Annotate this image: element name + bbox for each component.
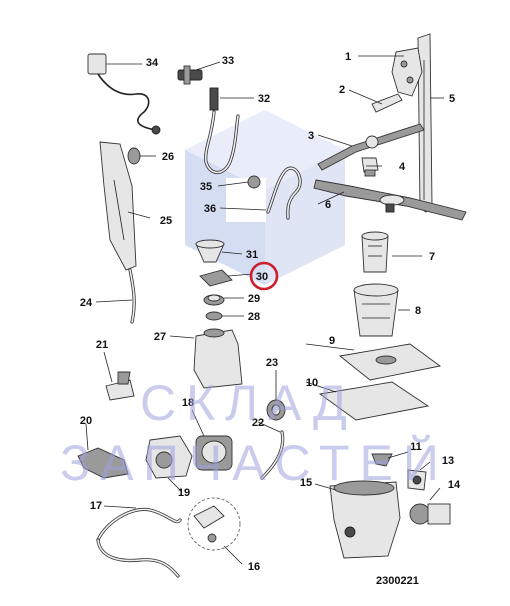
callout-16[interactable]: 16 [248, 561, 260, 573]
callout-5[interactable]: 5 [449, 93, 455, 105]
part-15-sump-housing [329, 480, 401, 559]
part-26-cap [127, 147, 141, 165]
part-21-bracket [105, 371, 135, 401]
callout-4[interactable]: 4 [399, 161, 406, 173]
part-20-elbow-hose [77, 447, 129, 479]
callout-30[interactable]: 30 [256, 271, 268, 283]
callout-35[interactable]: 35 [200, 181, 212, 193]
watermark-line-2: ЗАПЧАСТЕЙ [60, 434, 449, 491]
part-17-drain-hose [96, 507, 182, 578]
part-11-clip [371, 453, 393, 467]
watermark-line-1: СКЛАД [140, 375, 357, 431]
callout-27[interactable]: 27 [154, 331, 166, 343]
callout-20[interactable]: 20 [80, 415, 92, 427]
part-18-circulation-pump [195, 435, 233, 471]
callout-14[interactable]: 14 [448, 479, 461, 491]
part-1-arm-holder [391, 47, 423, 97]
part-25-side-panel [99, 141, 137, 271]
part-8-filter-basket [353, 283, 399, 337]
part-34-sensor-cable [87, 53, 161, 135]
callout-6[interactable]: 6 [325, 199, 331, 211]
callout-22[interactable]: 22 [252, 417, 264, 429]
part-29-gear-nut [203, 294, 225, 306]
callout-9[interactable]: 9 [329, 335, 335, 347]
callout-24[interactable]: 24 [80, 297, 93, 309]
callout-25[interactable]: 25 [160, 215, 172, 227]
callout-1[interactable]: 1 [345, 51, 351, 63]
part-13-cap [407, 469, 427, 491]
part-14-drain-pump [409, 503, 451, 525]
part-24-drain-pipe [128, 268, 136, 324]
callout-26[interactable]: 26 [162, 151, 174, 163]
callout-8[interactable]: 8 [415, 305, 421, 317]
part-28-ring [205, 311, 223, 321]
part-23-grommet [266, 399, 286, 421]
part-27-softener [193, 328, 243, 389]
part-6-lower-spray-arm [313, 179, 467, 221]
part-35-valve [247, 175, 261, 189]
part-9-flat-filter [338, 343, 442, 381]
part-2-arm-link [371, 93, 403, 113]
watermark-text: СКЛАД ЗАПЧАСТЕЙ [60, 375, 449, 491]
part-4-nut [361, 157, 379, 177]
reference-code: 2300221 [376, 575, 419, 587]
part-19-pump-casing [145, 435, 193, 479]
callout-7[interactable]: 7 [429, 251, 435, 263]
part-30-seal [199, 269, 233, 287]
callout-13[interactable]: 13 [442, 455, 454, 467]
part-33-connector [177, 65, 203, 85]
callout-29[interactable]: 29 [248, 293, 260, 305]
callout-19[interactable]: 19 [178, 487, 190, 499]
part-10-sump-plate [318, 381, 430, 421]
part-36-hose [266, 166, 302, 220]
part-32-inlet-hose [204, 87, 240, 175]
callout-18[interactable]: 18 [182, 397, 194, 409]
leader-lines [85, 55, 444, 565]
callout-3[interactable]: 3 [308, 130, 314, 142]
callout-34[interactable]: 34 [146, 57, 159, 69]
highlight-ring-30 [249, 261, 279, 291]
part-22-short-hose [260, 430, 285, 480]
part-7-micro-filter [361, 231, 389, 273]
callout-2[interactable]: 2 [339, 84, 345, 96]
part-16-detail-circle [187, 497, 241, 551]
callout-31[interactable]: 31 [246, 249, 258, 261]
callout-28[interactable]: 28 [248, 311, 260, 323]
callout-15[interactable]: 15 [300, 477, 312, 489]
callout-33[interactable]: 33 [222, 55, 234, 67]
callout-23[interactable]: 23 [266, 357, 278, 369]
part-31-funnel [195, 239, 225, 263]
callout-21[interactable]: 21 [96, 339, 108, 351]
callout-32[interactable]: 32 [258, 93, 270, 105]
callout-17[interactable]: 17 [90, 500, 102, 512]
callout-11[interactable]: 11 [410, 441, 422, 453]
callout-10[interactable]: 10 [306, 377, 318, 389]
callout-labels: 1 2 3 4 5 6 7 8 9 10 11 13 14 15 16 17 1… [80, 51, 461, 573]
callout-36[interactable]: 36 [204, 203, 216, 215]
